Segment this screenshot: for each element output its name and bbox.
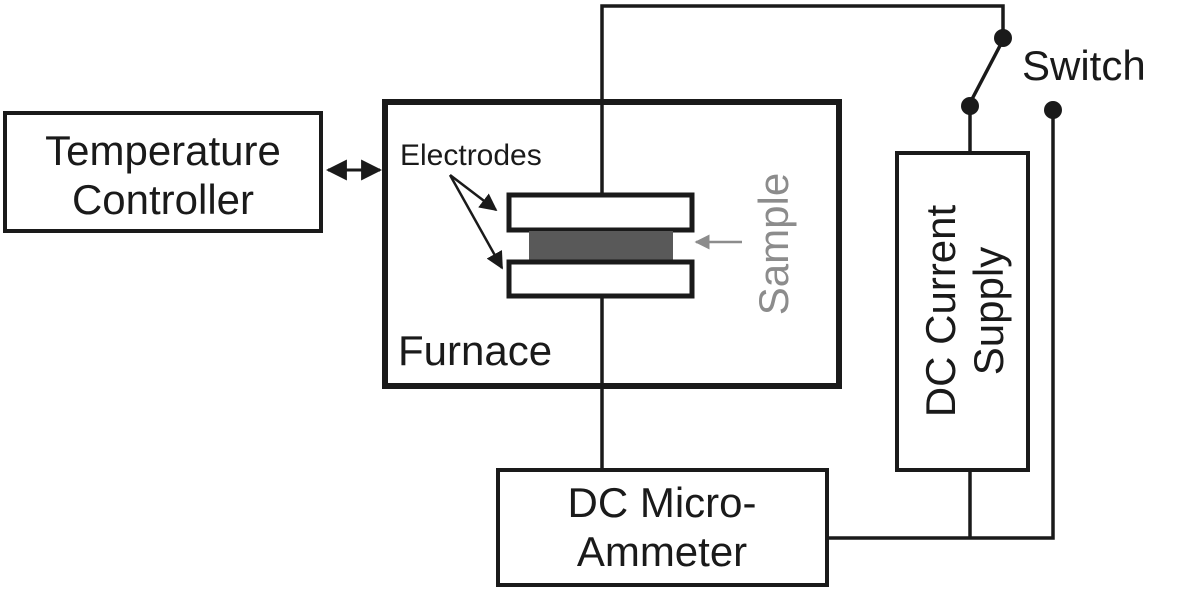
sample-assembly [506,192,695,299]
switch-open-contact[interactable] [1044,101,1062,119]
top-electrode [506,192,695,233]
switch-top-contact[interactable] [994,29,1012,47]
temperature-controller: Temperature Controller [3,111,323,233]
dc-current-supply-label-line2: Supply [965,247,1012,375]
electrodes-arrow-bottom [448,174,504,270]
switch-label: Switch [1022,42,1146,89]
furnace-box [382,99,842,389]
electrodes-arrow-top [449,174,498,212]
furnace: Furnace [382,99,842,389]
dc-micro-ammeter-box [496,468,829,587]
sample-label: Sample [750,173,797,315]
dc-micro-ammeter-label-line1: DC Micro- [568,479,757,526]
dc-micro-ammeter-label-line2: Ammeter [577,528,747,575]
ammeter-to-supply-wire [827,110,1055,540]
switch-blade[interactable] [968,39,1005,104]
switch-bottom-contact[interactable] [961,97,979,115]
temperature-controller-box [3,111,323,233]
dc-current-supply-label-line1: DC Current [917,204,964,417]
dc-micro-ammeter: DC Micro- Ammeter [496,468,829,587]
temperature-controller-label-line1: Temperature [45,127,281,174]
temperature-controller-label-line2: Controller [72,176,254,223]
sample [529,231,673,261]
dc-current-supply-box [895,151,1030,472]
furnace-label: Furnace [398,327,552,374]
bottom-electrode [506,259,695,299]
electrodes-label: Electrodes [400,139,542,172]
dc-current-supply: DC Current Supply [895,151,1030,472]
